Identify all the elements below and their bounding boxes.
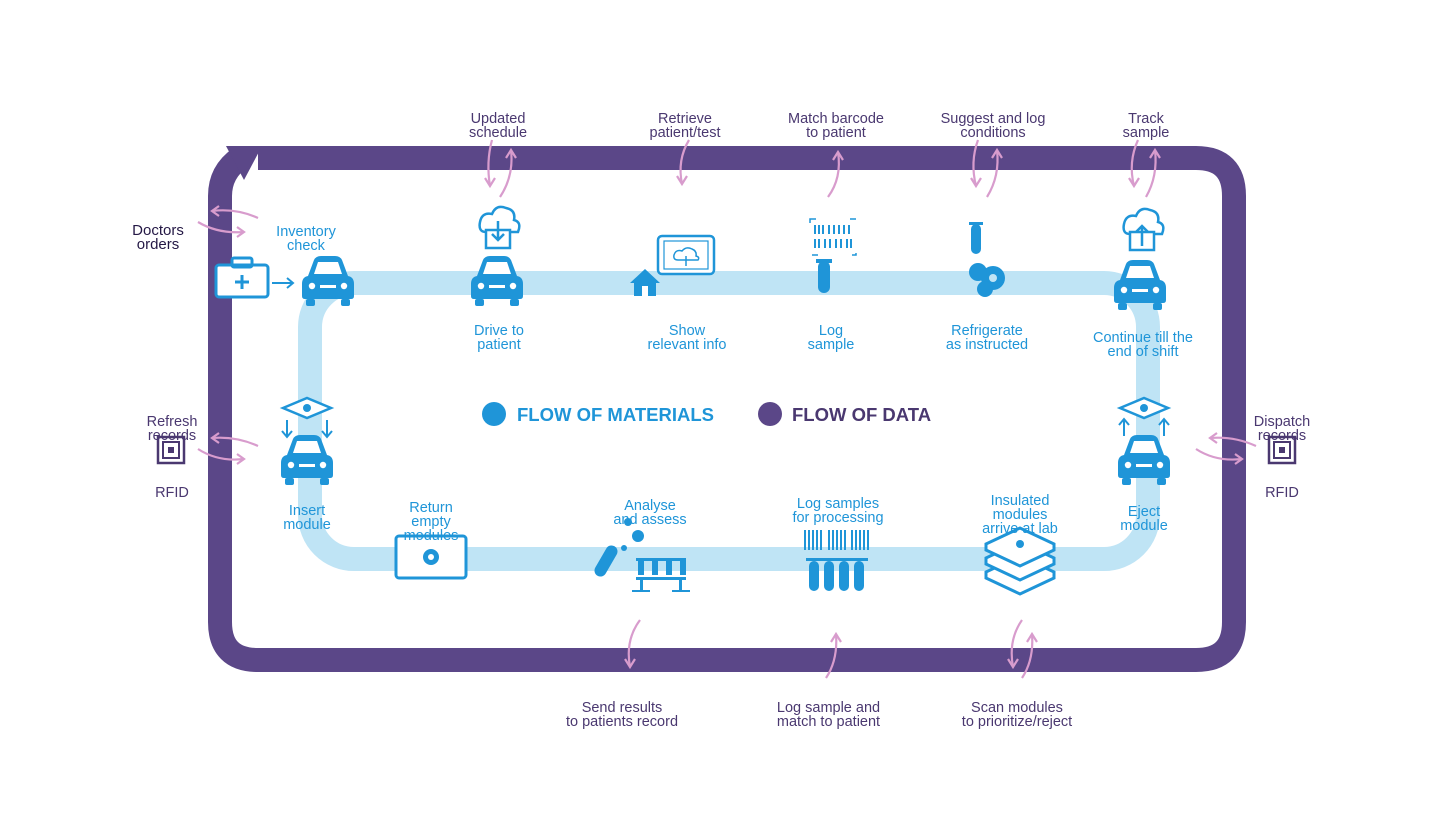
label-rfid-left: RFID <box>155 485 189 501</box>
legend-data: FLOW OF DATA <box>792 402 931 428</box>
side-data-arrows <box>197 205 1257 465</box>
eject-module-icon <box>1118 396 1170 436</box>
legend-materials-label: FLOW OF MATERIALS <box>517 404 714 425</box>
insert-module-icon <box>281 396 333 439</box>
car-icon-eject <box>1118 435 1170 485</box>
cloud-upload-icon <box>1122 207 1165 252</box>
car-icon-shift <box>1114 260 1166 310</box>
barcode-samples-icon <box>804 530 869 591</box>
legend-data-label: FLOW OF DATA <box>792 404 932 425</box>
data-flow-loop <box>208 146 1246 672</box>
module-box-icon <box>394 534 468 580</box>
car-icon-drive <box>471 256 523 306</box>
bottom-data-arrows <box>624 619 1038 679</box>
legend-materials: FLOW OF MATERIALS <box>517 402 714 428</box>
barcode-tube-icon <box>809 218 857 293</box>
cloud-download-icon <box>478 205 521 250</box>
rfid-icon-left <box>156 435 186 465</box>
legend-materials-dot <box>482 402 506 426</box>
data-flow-arrowhead <box>226 146 262 180</box>
label-rfid-right: RFID <box>1265 485 1299 501</box>
test-tubes-icon <box>594 518 690 592</box>
medical-kit-icon <box>214 256 295 299</box>
refrigerate-icon <box>969 222 1005 297</box>
stacked-modules-icon <box>984 526 1056 596</box>
tablet-cloud-icon <box>656 234 716 276</box>
rfid-icon-right <box>1267 435 1297 465</box>
top-data-arrows <box>484 139 1161 198</box>
materials-flow-track <box>298 271 1160 571</box>
car-icon-insert <box>281 435 333 485</box>
legend-data-dot <box>758 402 782 426</box>
house-icon <box>630 269 660 296</box>
